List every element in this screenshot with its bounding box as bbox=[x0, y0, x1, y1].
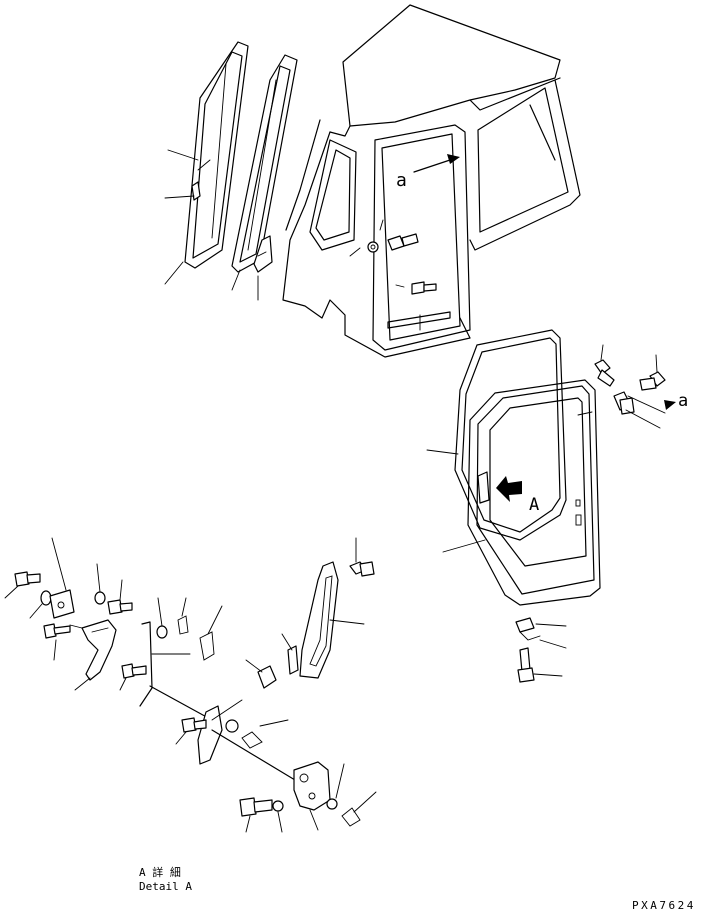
arrow-a-upper: a bbox=[396, 154, 460, 191]
cab-bolts bbox=[349, 219, 437, 295]
door-panel bbox=[442, 379, 601, 606]
rear-glass-outer bbox=[164, 41, 249, 285]
glass-clip bbox=[253, 235, 273, 301]
detail-title-en: Detail A bbox=[139, 880, 192, 893]
detail-a-parts bbox=[4, 537, 377, 833]
cab-body bbox=[282, 4, 581, 358]
arrow-A: A bbox=[496, 476, 539, 515]
lower-right-parts bbox=[515, 617, 567, 683]
ref-label-a-right: a bbox=[678, 391, 688, 411]
detail-title-jp: A 詳 細 bbox=[139, 865, 181, 879]
rear-glass-inner bbox=[231, 54, 298, 291]
hinge-assembly: a bbox=[594, 344, 688, 429]
drawing-code: PXA7624 bbox=[632, 899, 696, 911]
door-seal bbox=[426, 329, 567, 541]
ref-label-A: A bbox=[529, 495, 539, 515]
ref-label-a-upper: a bbox=[396, 170, 407, 191]
